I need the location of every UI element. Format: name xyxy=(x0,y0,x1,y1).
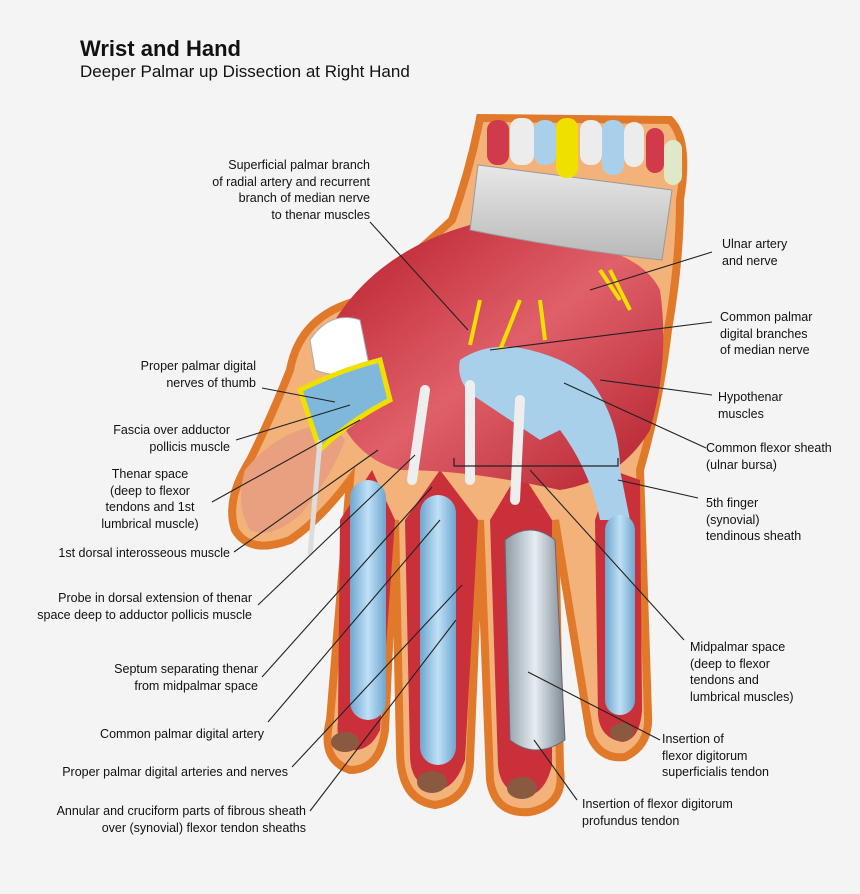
label-annular-cruciform: Annular and cruciform parts of fibrous s… xyxy=(56,804,306,835)
label-probe: Probe in dorsal extension of thenar spac… xyxy=(37,591,252,622)
label-proper-palmar-digital-arteries: Proper palmar digital arteries and nerve… xyxy=(62,765,288,779)
label-fascia-adductor: Fascia over adductor pollicis muscle xyxy=(113,423,230,454)
label-superficial-palmar-branch: Superficial palmar branch of radial arte… xyxy=(212,158,370,222)
label-first-dorsal-interosseous: 1st dorsal interosseous muscle xyxy=(58,546,230,560)
label-insertion-superficialis: Insertion of flexor digitorum superficia… xyxy=(662,732,770,779)
label-fifth-finger-sheath: 5th finger (synovial) tendinous sheath xyxy=(706,496,802,543)
label-septum: Septum separating thenar from midpalmar … xyxy=(114,662,258,693)
diagram-subtitle: Deeper Palmar up Dissection at Right Han… xyxy=(80,62,410,81)
nerves xyxy=(468,268,632,351)
flexor-tendons xyxy=(407,380,525,505)
label-common-palmar-digital-median: Common palmar digital branches of median… xyxy=(720,310,813,357)
synovial-sheaths xyxy=(350,480,635,765)
midpalmar-bracket xyxy=(453,458,619,467)
label-ulnar-artery: Ulnar artery and nerve xyxy=(722,237,788,268)
forearm-structures xyxy=(487,118,682,185)
label-hypothenar: Hypothenar muscles xyxy=(718,390,783,421)
flexor-retinaculum xyxy=(469,164,673,261)
label-common-palmar-digital-artery: Common palmar digital artery xyxy=(100,727,264,741)
label-midpalmar-space: Midpalmar space (deep to flexor tendons … xyxy=(690,640,794,704)
fingertips xyxy=(331,723,634,799)
label-common-flexor-sheath: Common flexor sheath (ulnar bursa) xyxy=(706,441,832,472)
probe xyxy=(307,439,566,751)
label-insertion-profundus: Insertion of flexor digitorum profundus … xyxy=(582,797,733,828)
leader-lines xyxy=(211,221,713,812)
label-thenar-space: Thenar space (deep to flexor tendons and… xyxy=(101,467,199,531)
diagram-title: Wrist and Hand xyxy=(80,36,241,61)
label-proper-palmar-digital-thumb: Proper palmar digital nerves of thumb xyxy=(140,359,256,390)
common-flexor-sheath xyxy=(459,346,630,520)
